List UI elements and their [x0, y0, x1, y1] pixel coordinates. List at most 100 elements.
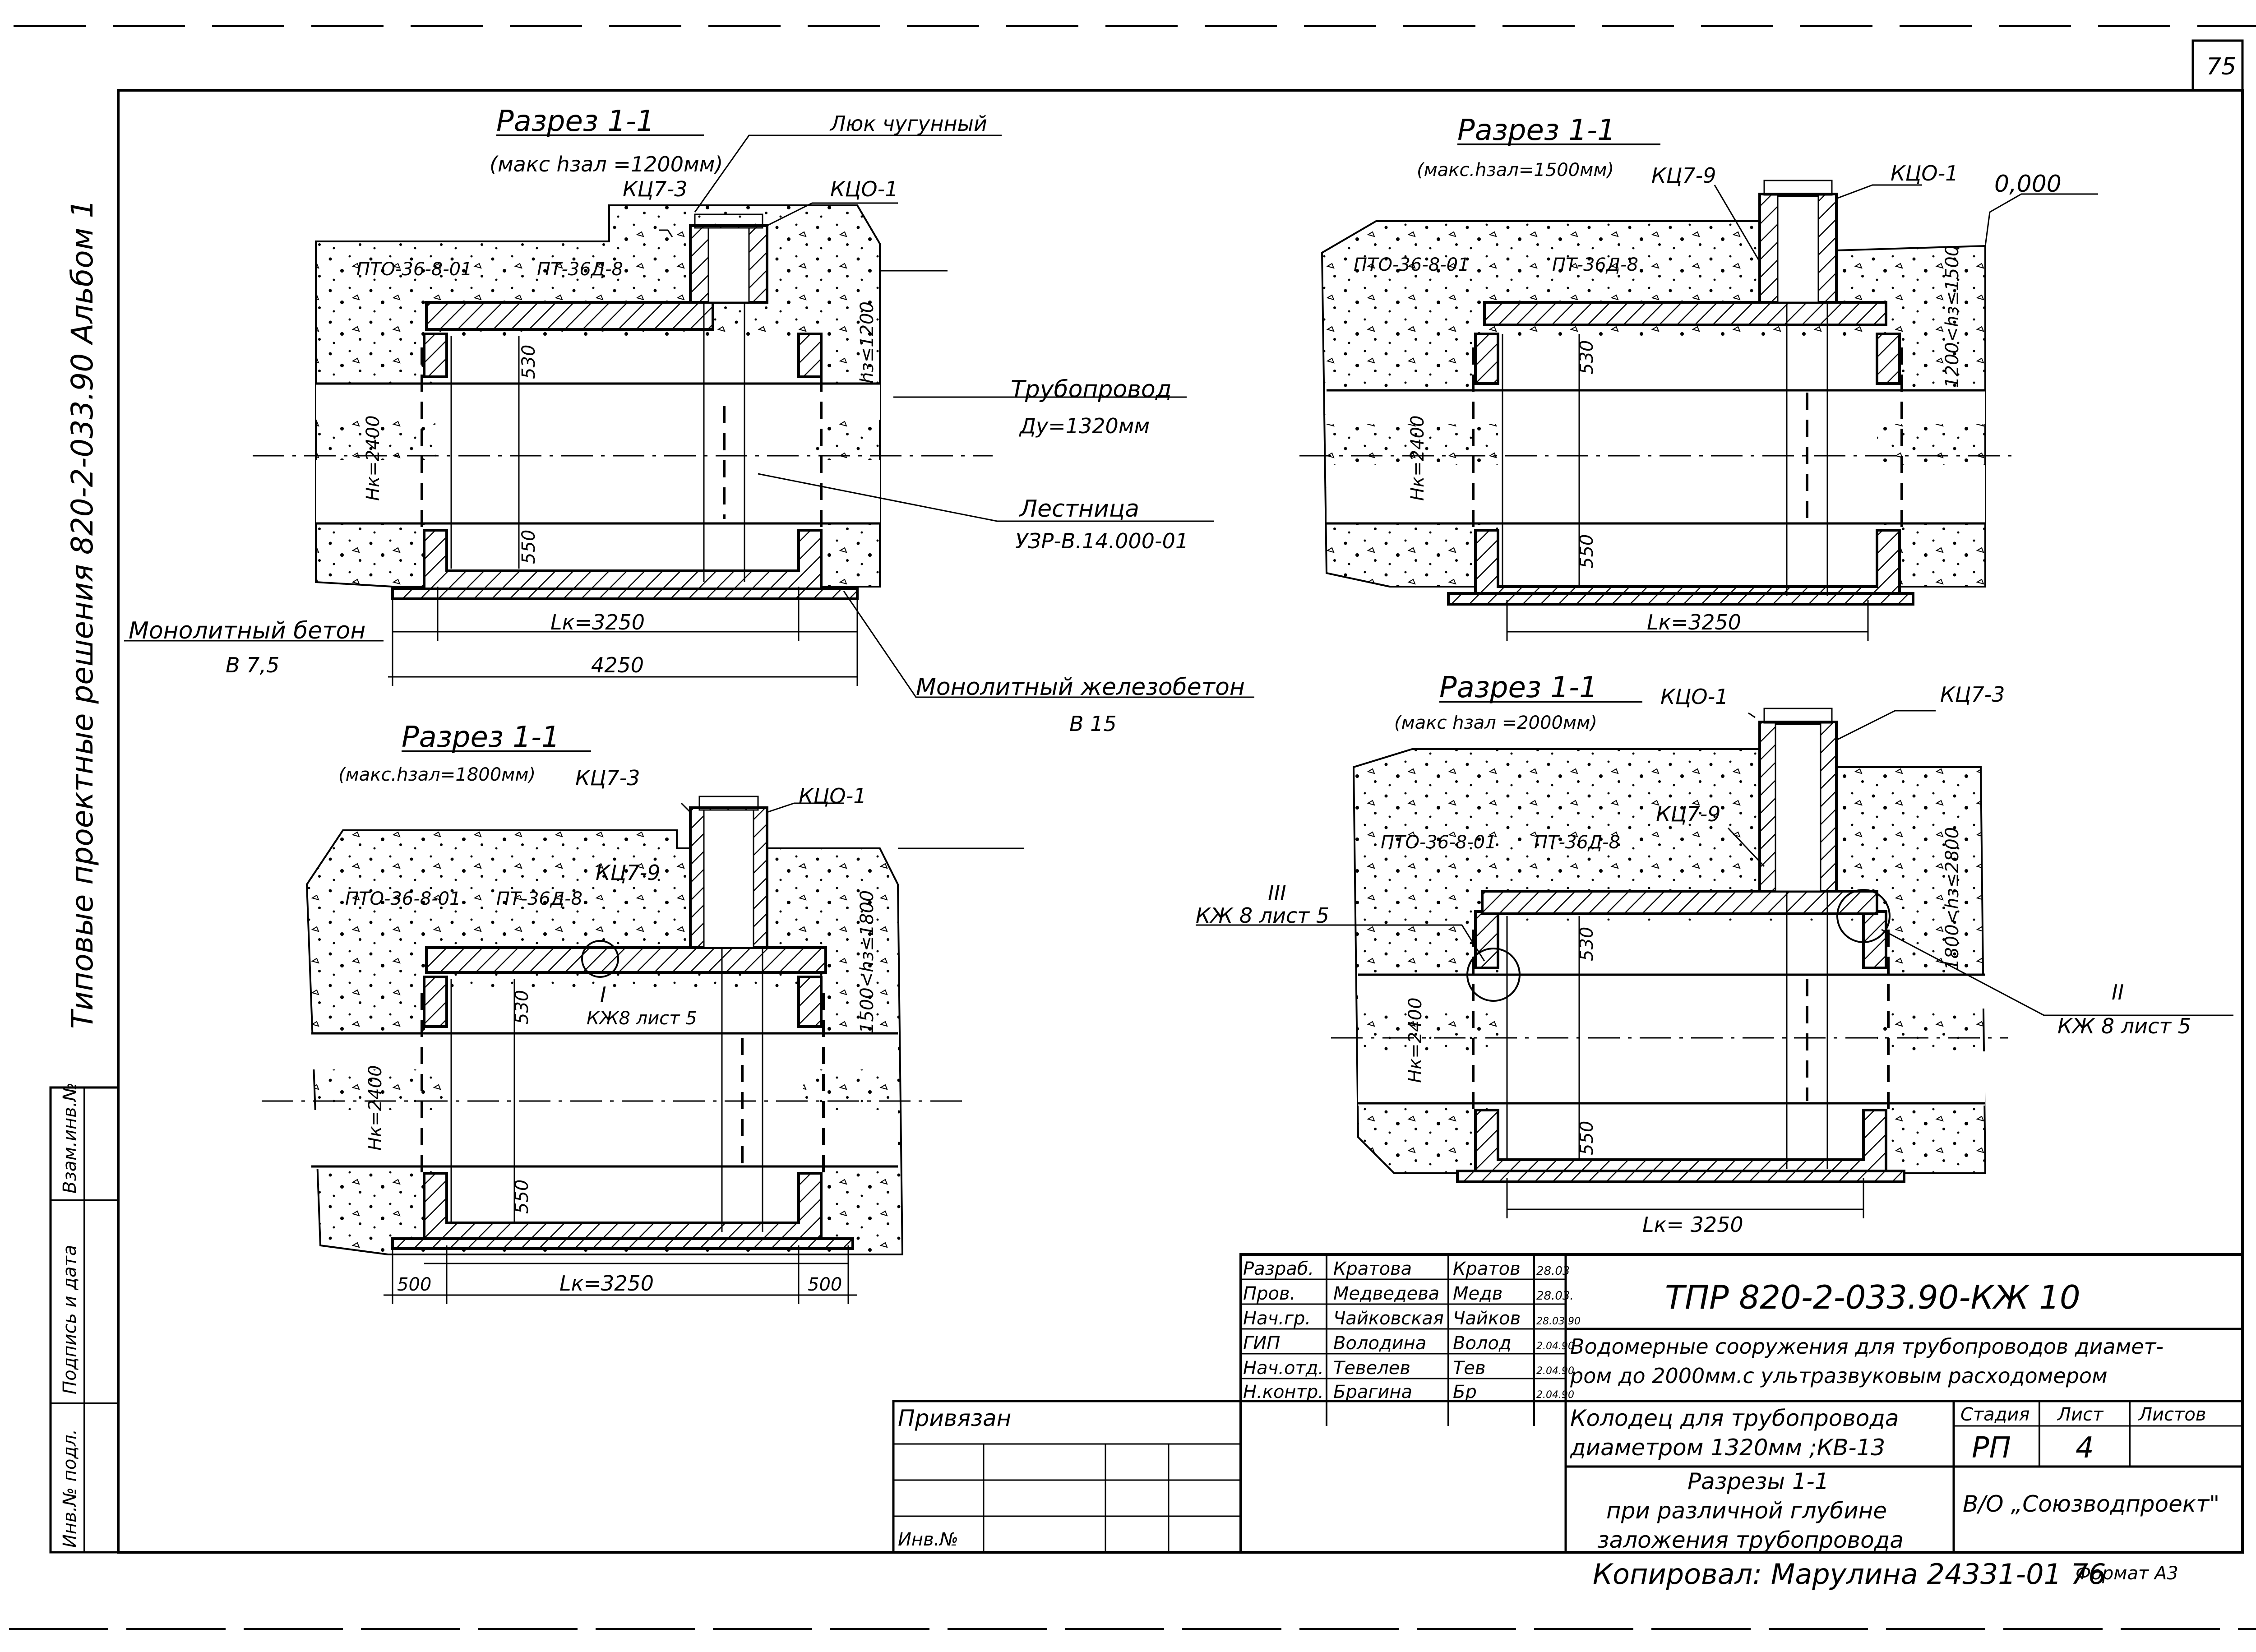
node-circle: [581, 940, 619, 978]
label-node2-ref: КЖ 8 лист 5: [2057, 1014, 2191, 1038]
stamp-cell-1: Подпись и дата: [60, 1245, 80, 1394]
side-text: Типовые проектные решения 820-2-033.90 А…: [65, 199, 100, 1029]
role-2: Нач.гр.: [1243, 1308, 1311, 1329]
dim-hk: Hк=2400: [1407, 415, 1428, 501]
dim-550: 550: [512, 1180, 532, 1214]
node2-circle: [1836, 889, 1891, 943]
role-3: ГИП: [1243, 1333, 1280, 1354]
label-kc7-9: КЦ7-9: [1651, 163, 1716, 188]
wall-left-top: [423, 976, 448, 1028]
role-1: Пров.: [1243, 1283, 1295, 1304]
date-2: 28.03.90: [1536, 1316, 1581, 1327]
label-kco-1: КЦО-1: [830, 177, 898, 201]
date-4: 2.04.90: [1536, 1365, 1574, 1377]
dim-530: 530: [518, 345, 539, 379]
label-kc7-9: КЦ7-9: [596, 861, 661, 885]
label-kc7-3: КЦ7-3: [623, 177, 688, 201]
name-2: Чайковская: [1333, 1308, 1444, 1329]
sign-1: Медв: [1453, 1283, 1502, 1304]
label-kc7-3: КЦ7-3: [575, 766, 640, 790]
label-node3: III: [1268, 881, 1286, 905]
label-pt: ПТ-36Д-8: [496, 888, 582, 909]
label-ladder: Лестница: [1019, 495, 1139, 523]
cover-slab: [1481, 890, 1878, 915]
dim-hz: 1800<hз≤2800: [1942, 827, 1963, 970]
wall-left-top: [1474, 910, 1499, 969]
node3-circle: [1466, 948, 1521, 1002]
label-pto: ПТО-36-8-01: [1381, 832, 1497, 853]
section-a: [124, 134, 1254, 698]
role-4: Нач.отд.: [1243, 1358, 1324, 1379]
base-slab: [1456, 1170, 1905, 1183]
copied-by: Копировал: Марулина 24331-01 76: [1593, 1558, 2106, 1591]
dim-hk: Hк=2400: [363, 415, 384, 501]
sign-4: Тев: [1453, 1358, 1486, 1379]
label-mono-concrete: Монолитный бетон: [129, 617, 365, 644]
org-name: В/О „Союзводпроект": [1963, 1491, 2219, 1517]
section-d: [1196, 708, 2233, 1218]
section-c-title: Разрез 1-1: [402, 721, 560, 754]
label-pto: ПТО-36-8-01: [345, 888, 461, 909]
dim-500-left: 500: [397, 1274, 431, 1295]
label-pt: ПТ-36Д-8: [1552, 255, 1638, 275]
dim-550: 550: [1576, 1121, 1597, 1155]
label-kco-1: КЦО-1: [799, 784, 866, 808]
label-mono-rc: Монолитный железобетон: [916, 674, 1245, 701]
stamp-cell-2: Взам.инв.№: [60, 1083, 80, 1194]
project-line2: ром до 2000мм.с ультразвуковым расходоме…: [1570, 1364, 2108, 1388]
dim-hz: 1500<hз≤1800: [857, 890, 878, 1033]
date-3: 2.04.90: [1536, 1341, 1574, 1352]
drawing-line1: Колодец для трубопровода: [1570, 1405, 1899, 1431]
dim-lk: Lк= 3250: [1642, 1212, 1743, 1237]
drawing-line2: диаметром 1320мм ;КВ-13: [1570, 1435, 1885, 1461]
wall-left-top: [423, 333, 448, 378]
dim-lk: Lк=3250: [559, 1271, 654, 1296]
lists-header: Листов: [2138, 1404, 2206, 1425]
dim-hz: 1200<hз≤1500: [1942, 245, 1963, 388]
cover-slab: [425, 301, 714, 331]
dim-530: 530: [1576, 927, 1597, 961]
project-line1: Водомерные сооружения для трубопроводов …: [1570, 1334, 2164, 1359]
label-node2: II: [2112, 980, 2124, 1004]
wall-right-top: [797, 333, 823, 378]
name-3: Володина: [1333, 1333, 1426, 1354]
date-5: 2.04.90: [1536, 1389, 1574, 1401]
list-value: 4: [2076, 1431, 2094, 1465]
section-c-subtitle: (макс.hзал=1800мм): [338, 764, 536, 785]
section-c: [262, 796, 1024, 1304]
role-5: Н.контр.: [1243, 1382, 1324, 1402]
label-pt: ПТ-36Д-8: [1534, 832, 1620, 853]
list-header: Лист: [2057, 1404, 2104, 1425]
name-1: Медведева: [1333, 1283, 1439, 1304]
sign-5: Бр: [1453, 1382, 1477, 1402]
section-b: [1299, 180, 2098, 641]
cover-slab: [1483, 301, 1887, 326]
sign-0: Кратов: [1453, 1259, 1521, 1279]
dim-hz: hз≤1200: [857, 301, 878, 384]
dim-lk: Lк=3250: [550, 610, 645, 634]
wall-right-top: [1876, 333, 1901, 385]
label-node: I: [600, 982, 606, 1007]
label-node3-ref: КЖ 8 лист 5: [1196, 903, 1329, 928]
label-kco-1: КЦО-1: [1891, 161, 1958, 185]
stage-value: РП: [1972, 1431, 2011, 1465]
dim-4250: 4250: [591, 653, 644, 677]
sign-2: Чайков: [1453, 1308, 1521, 1329]
dim-hk: Hк=2400: [1405, 997, 1426, 1083]
base-slab: [391, 1237, 854, 1250]
role-0: Разраб.: [1243, 1259, 1314, 1279]
dim-530: 530: [512, 990, 532, 1024]
section-d-title: Разрез 1-1: [1439, 671, 1598, 704]
section-b-subtitle: (макс.hзал=1500мм): [1417, 160, 1614, 180]
label-pto: ПТО-36-8-01: [1354, 255, 1470, 275]
stamp-cell-0: Инв.№ подл.: [60, 1429, 80, 1548]
label-level: 0,000: [1994, 171, 2062, 198]
dim-hk: Hк=2400: [365, 1065, 386, 1151]
section-a-title: Разрез 1-1: [496, 105, 655, 138]
label-pt: ПТ-36Д-8: [537, 259, 623, 280]
wall-right-top: [797, 976, 823, 1028]
left-stamp: [49, 1086, 120, 1554]
name-5: Брагина: [1333, 1382, 1412, 1402]
section-b-title: Разрез 1-1: [1457, 114, 1616, 147]
